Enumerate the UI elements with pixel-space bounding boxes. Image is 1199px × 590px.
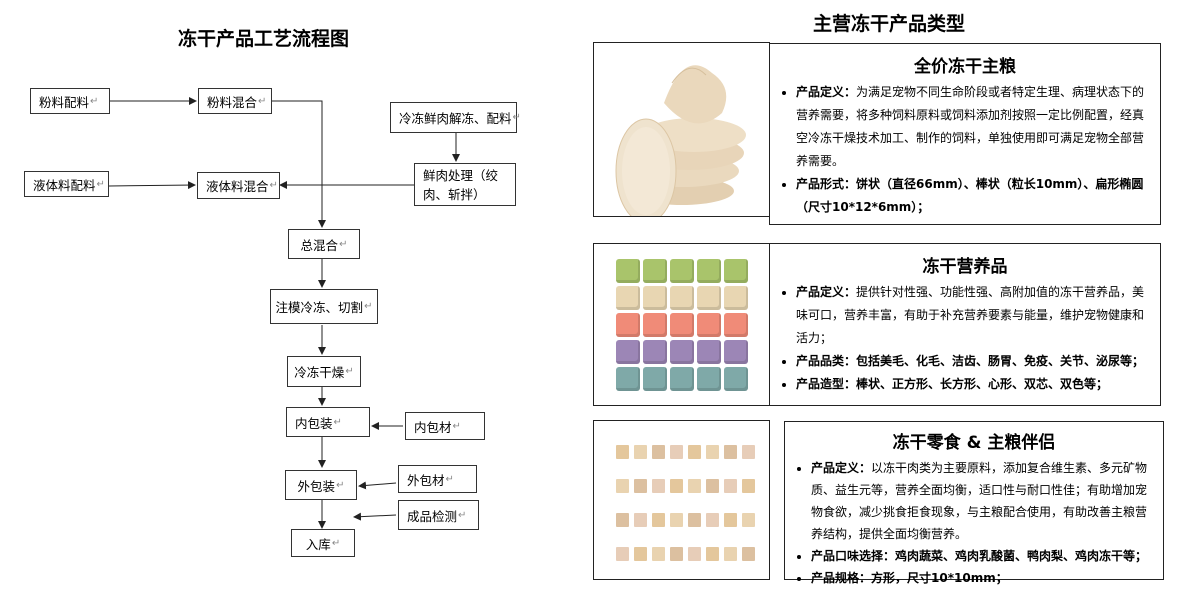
snack-piece xyxy=(652,513,665,527)
product-bullets: 产品定义：为满足宠物不同生命阶段或者特定生理、病理状态下的营养需要，将多种饲料原… xyxy=(778,81,1152,219)
supplement-cube xyxy=(670,340,694,364)
product-card-snacks: 冻干零食 & 主粮伴侣 产品定义：以冻干肉类为主要原料，添加复合维生素、多元矿物… xyxy=(784,421,1164,585)
bullet-definition: 产品定义：为满足宠物不同生命阶段或者特定生理、病理状态下的营养需要，将多种饲料原… xyxy=(796,81,1152,173)
flow-arrows xyxy=(108,97,460,529)
snack-piece xyxy=(724,513,737,527)
snack-piece xyxy=(706,513,719,527)
snack-piece xyxy=(706,445,719,459)
snack-piece xyxy=(670,513,683,527)
product-card-supplements: 冻干营养品 产品定义：提供针对性强、功能性强、高附加值的冻干营养品，美味可口，营… xyxy=(769,243,1161,406)
product-card-main-food: 全价冻干主粮 产品定义：为满足宠物不同生命阶段或者特定生理、病理状态下的营养需要… xyxy=(769,43,1161,225)
supplement-cube xyxy=(670,313,694,337)
supplement-cube xyxy=(616,313,640,337)
snack-piece xyxy=(652,547,665,561)
snack-piece xyxy=(616,513,629,527)
flow-title: 冻干产品工艺流程图 xyxy=(178,28,350,50)
snack-piece xyxy=(670,479,683,493)
product-bullets: 产品定义：提供针对性强、功能性强、高附加值的冻干营养品，美味可口，营养丰富，有助… xyxy=(778,281,1152,396)
product-name: 全价冻干主粮 xyxy=(914,57,1016,77)
snack-piece xyxy=(634,479,647,493)
node-outer-material: 外包材↵ xyxy=(398,465,477,493)
supplement-cube xyxy=(670,286,694,310)
node-thaw: 冷冻鲜肉解冻、配料↵ xyxy=(390,102,521,133)
supplement-cube xyxy=(697,367,721,391)
product-image-supplements xyxy=(593,243,770,406)
supplement-cube xyxy=(670,259,694,283)
snack-piece xyxy=(688,445,701,459)
snack-piece xyxy=(652,479,665,493)
node-mold: 注模冷冻、切割↵ xyxy=(270,289,378,324)
node-total-mix: 总混合↵ xyxy=(288,229,360,259)
node-freeze-dry: 冷冻干燥↵ xyxy=(287,356,361,387)
supplement-cube xyxy=(616,259,640,283)
node-inspection: 成品检测↵ xyxy=(398,500,479,530)
product-image-snacks xyxy=(593,420,770,580)
arrow-inspection xyxy=(353,512,397,521)
snack-piece xyxy=(652,445,665,459)
supplement-cube xyxy=(697,340,721,364)
products-title: 主营冻干产品类型 xyxy=(813,13,966,35)
snack-piece xyxy=(616,547,629,561)
snack-piece xyxy=(742,547,755,561)
snack-piece xyxy=(688,513,701,527)
bullet-shape: 产品造型：棒状、正方形、长方形、心形、双芯、双色等； xyxy=(796,373,1152,396)
supplement-cube xyxy=(670,367,694,391)
product-image-main-food xyxy=(593,42,770,217)
snack-piece xyxy=(688,479,701,493)
snack-piece xyxy=(724,445,737,459)
node-liquid-prep: 液体料配料↵ xyxy=(24,171,109,197)
node-meat-process: 鲜肉处理（绞肉、斩拌） xyxy=(414,163,516,206)
supplement-cube xyxy=(643,367,667,391)
product-name: 冻干零食 & 主粮伴侣 xyxy=(892,433,1056,453)
node-powder-mix: 粉料混合↵ xyxy=(198,88,272,114)
supplement-cube xyxy=(697,259,721,283)
bullet-category: 产品品类：包括美毛、化毛、洁齿、肠胃、免疫、关节、泌尿等； xyxy=(796,350,1152,373)
snack-piece xyxy=(724,479,737,493)
supplement-cube xyxy=(643,340,667,364)
snack-piece xyxy=(634,513,647,527)
supplement-cube xyxy=(643,286,667,310)
node-liquid-mix: 液体料混合↵ xyxy=(197,172,280,199)
arrow-powder-total xyxy=(272,100,326,228)
supplement-cube xyxy=(724,367,748,391)
bullet-definition: 产品定义：以冻干肉类为主要原料，添加复合维生素、多元矿物质、益生元等，营养全面均… xyxy=(811,457,1155,545)
supplement-cube xyxy=(697,286,721,310)
snack-piece xyxy=(616,479,629,493)
arrow-outermat xyxy=(358,481,397,490)
bullet-definition: 产品定义：提供针对性强、功能性强、高附加值的冻干营养品，美味可口，营养丰富，有助… xyxy=(796,281,1152,350)
supplement-cube xyxy=(616,340,640,364)
snack-piece xyxy=(706,479,719,493)
product-name: 冻干营养品 xyxy=(922,257,1008,277)
node-powder-prep: 粉料配料↵ xyxy=(30,88,110,114)
bullet-flavors: 产品口味选择：鸡肉蔬菜、鸡肉乳酸菌、鸭肉梨、鸡肉冻干等； xyxy=(811,545,1155,567)
snack-piece xyxy=(634,547,647,561)
supplement-cube xyxy=(643,259,667,283)
snack-piece xyxy=(742,513,755,527)
supplement-cube xyxy=(616,367,640,391)
bullet-form: 产品形式：饼状（直径66mm）、棒状（粒长10mm）、扁形椭圆（尺寸10*12*… xyxy=(796,173,1152,219)
supplement-cube xyxy=(616,286,640,310)
snack-piece xyxy=(742,445,755,459)
supplement-cube xyxy=(724,313,748,337)
product-bullets: 产品定义：以冻干肉类为主要原料，添加复合维生素、多元矿物质、益生元等，营养全面均… xyxy=(793,457,1155,589)
node-storage: 入库↵ xyxy=(291,529,355,557)
supplement-cube xyxy=(724,340,748,364)
node-inner-material: 内包材↵ xyxy=(405,412,485,440)
arrow-liquid xyxy=(108,181,196,190)
snack-piece xyxy=(688,547,701,561)
snack-piece xyxy=(634,445,647,459)
node-inner-pack: 内包装↵ xyxy=(286,407,370,437)
supplement-cube xyxy=(643,313,667,337)
supplement-cube xyxy=(724,286,748,310)
snack-piece xyxy=(706,547,719,561)
snack-piece xyxy=(670,547,683,561)
node-outer-pack: 外包装↵ xyxy=(285,470,357,500)
bullet-spec: 产品规格：方形，尺寸10*10mm； xyxy=(811,567,1155,589)
snack-piece xyxy=(616,445,629,459)
supplement-cube xyxy=(697,313,721,337)
snack-piece xyxy=(742,479,755,493)
snack-piece xyxy=(724,547,737,561)
snack-piece xyxy=(670,445,683,459)
supplement-cube xyxy=(724,259,748,283)
